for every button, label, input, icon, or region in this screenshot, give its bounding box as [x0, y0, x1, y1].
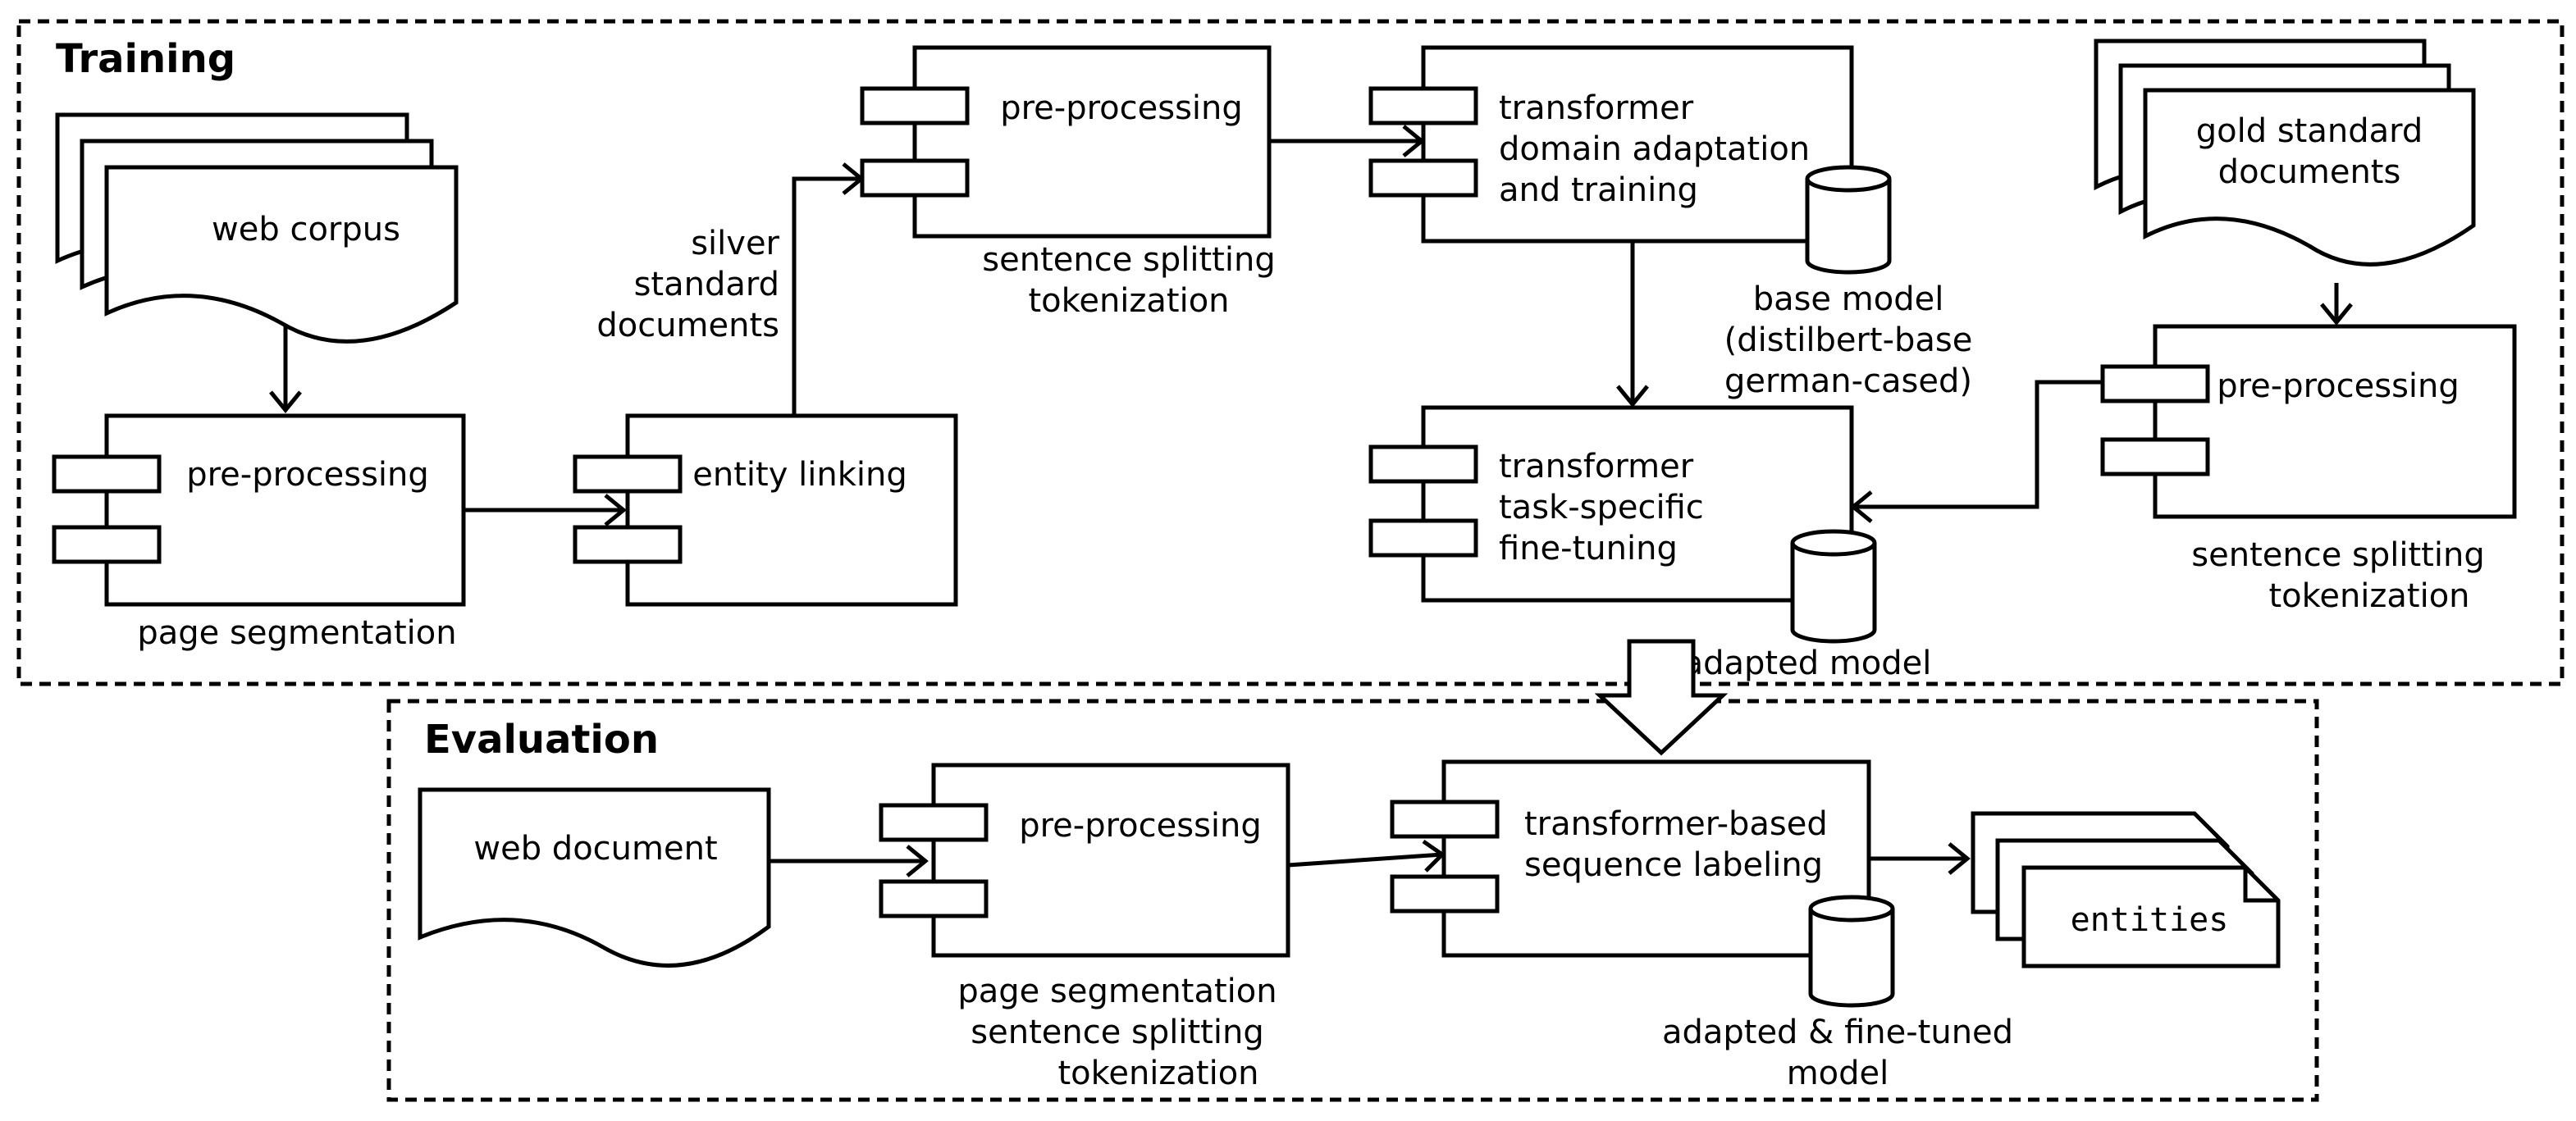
component-icon-port	[1368, 86, 1478, 125]
preprocessing-1-caption: page segmentation	[137, 614, 456, 652]
entities-document-stack: entities	[1971, 811, 2281, 968]
base-model-line3: german-cased)	[1724, 362, 1972, 400]
component-icon-port	[52, 525, 162, 564]
eval-preprocessing-caption-line3: tokenization	[1057, 1055, 1258, 1092]
eval-preprocessing-caption-line1: page segmentation	[957, 973, 1277, 1010]
component-icon-port	[860, 158, 970, 198]
adapted-model-database-icon	[1790, 529, 1877, 644]
preprocessing-3-label: pre-processing	[2217, 367, 2460, 405]
component-icon-port	[879, 803, 989, 842]
web-document-label: web document	[473, 830, 717, 868]
component-icon-port	[573, 525, 683, 564]
transformer-adapt-line3: and training	[1499, 171, 1698, 209]
finetuned-model-line2: model	[1787, 1055, 1889, 1092]
silver-label-line3: documents	[596, 307, 779, 344]
entity-linking-label: entity linking	[692, 456, 907, 494]
training-frame	[16, 19, 2565, 686]
transformer-adapt-line2: domain adaptation	[1499, 130, 1810, 168]
sequence-labeling-line2: sequence labeling	[1524, 846, 1823, 884]
component-icon-port	[1368, 518, 1478, 558]
sequence-labeling-line1: transformer-based	[1524, 805, 1828, 843]
preprocessing-1-label: pre-processing	[186, 456, 429, 494]
gold-label-line1: gold standard	[2196, 112, 2423, 150]
component-icon-port	[1390, 874, 1500, 914]
component-icon-port	[860, 86, 970, 125]
preprocessing-2-caption-line2: tokenization	[1028, 282, 1229, 320]
web-corpus-document-stack: web corpus	[55, 112, 459, 344]
gold-standard-document-stack: gold standard documents	[2094, 39, 2476, 267]
base-model-line2: (distilbert-base	[1724, 321, 1973, 359]
component-preprocessing-gold: pre-processing sentence splitting tokeni…	[2100, 324, 2517, 615]
component-icon-port	[2100, 364, 2210, 403]
eval-preprocessing-caption-line2: sentence splitting	[971, 1014, 1263, 1051]
web-document-icon: web document	[418, 787, 771, 968]
component-transformer-finetuning: transformer task-specific fine-tuning	[1368, 405, 1854, 603]
finetuned-model-database-icon	[1808, 895, 1895, 1008]
transformer-finetune-line3: fine-tuning	[1499, 530, 1678, 567]
evaluation-title: Evaluation	[424, 717, 659, 763]
component-icon-port	[573, 454, 683, 494]
arrow-gold-preprocessing-to-finetuning	[1853, 380, 2103, 509]
silver-label-line1: silver	[691, 225, 779, 262]
component-transformer-domain-adaptation: transformer domain adaptation and traini…	[1368, 45, 1854, 244]
preprocessing-3-caption-line2: tokenization	[2268, 577, 2469, 615]
training-to-evaluation-arrow	[1594, 639, 1729, 756]
component-icon-port	[1368, 158, 1478, 198]
entities-label: entities	[2071, 901, 2229, 939]
gold-label-line2: documents	[2218, 153, 2401, 191]
base-model-line1: base model	[1753, 280, 1944, 318]
component-evaluation-preprocessing: pre-processing page segmentation sentenc…	[879, 763, 1290, 1092]
transformer-adapt-line1: transformer	[1499, 89, 1694, 127]
preprocessing-2-caption-line1: sentence splitting	[982, 241, 1275, 279]
preprocessing-2-label: pre-processing	[1000, 89, 1243, 127]
training-title: Training	[56, 36, 235, 82]
component-icon-port	[2100, 437, 2210, 476]
arrow-preprocessing-to-sequence-labeling	[1287, 852, 1443, 868]
evaluation-frame	[386, 699, 2319, 1102]
preprocessing-3-caption-line1: sentence splitting	[2191, 536, 2484, 574]
transformer-finetune-line1: transformer	[1499, 448, 1694, 485]
component-icon-port	[1368, 444, 1478, 484]
base-model-database-icon	[1805, 165, 1892, 275]
component-icon-port	[52, 454, 162, 494]
component-preprocessing-sentence-splitting: pre-processing sentence splitting tokeni…	[860, 45, 1276, 320]
eval-preprocessing-label: pre-processing	[1019, 807, 1262, 845]
adapted-model-label: adapted model	[1683, 645, 1932, 682]
finetuned-model-line1: adapted & fine-tuned	[1662, 1014, 2013, 1051]
component-icon-port	[1390, 800, 1500, 839]
component-preprocessing-page-segmentation: pre-processing page segmentation	[52, 413, 466, 652]
component-icon-port	[879, 879, 989, 918]
transformer-finetune-line2: task-specific	[1499, 489, 1704, 526]
component-entity-linking: entity linking	[573, 413, 958, 607]
arrow-entity-linking-to-preprocessing	[792, 176, 861, 416]
web-corpus-label: web corpus	[212, 211, 400, 248]
component-sequence-labeling: transformer-based sequence labeling	[1390, 759, 1871, 958]
silver-label-line2: standard	[634, 266, 779, 303]
